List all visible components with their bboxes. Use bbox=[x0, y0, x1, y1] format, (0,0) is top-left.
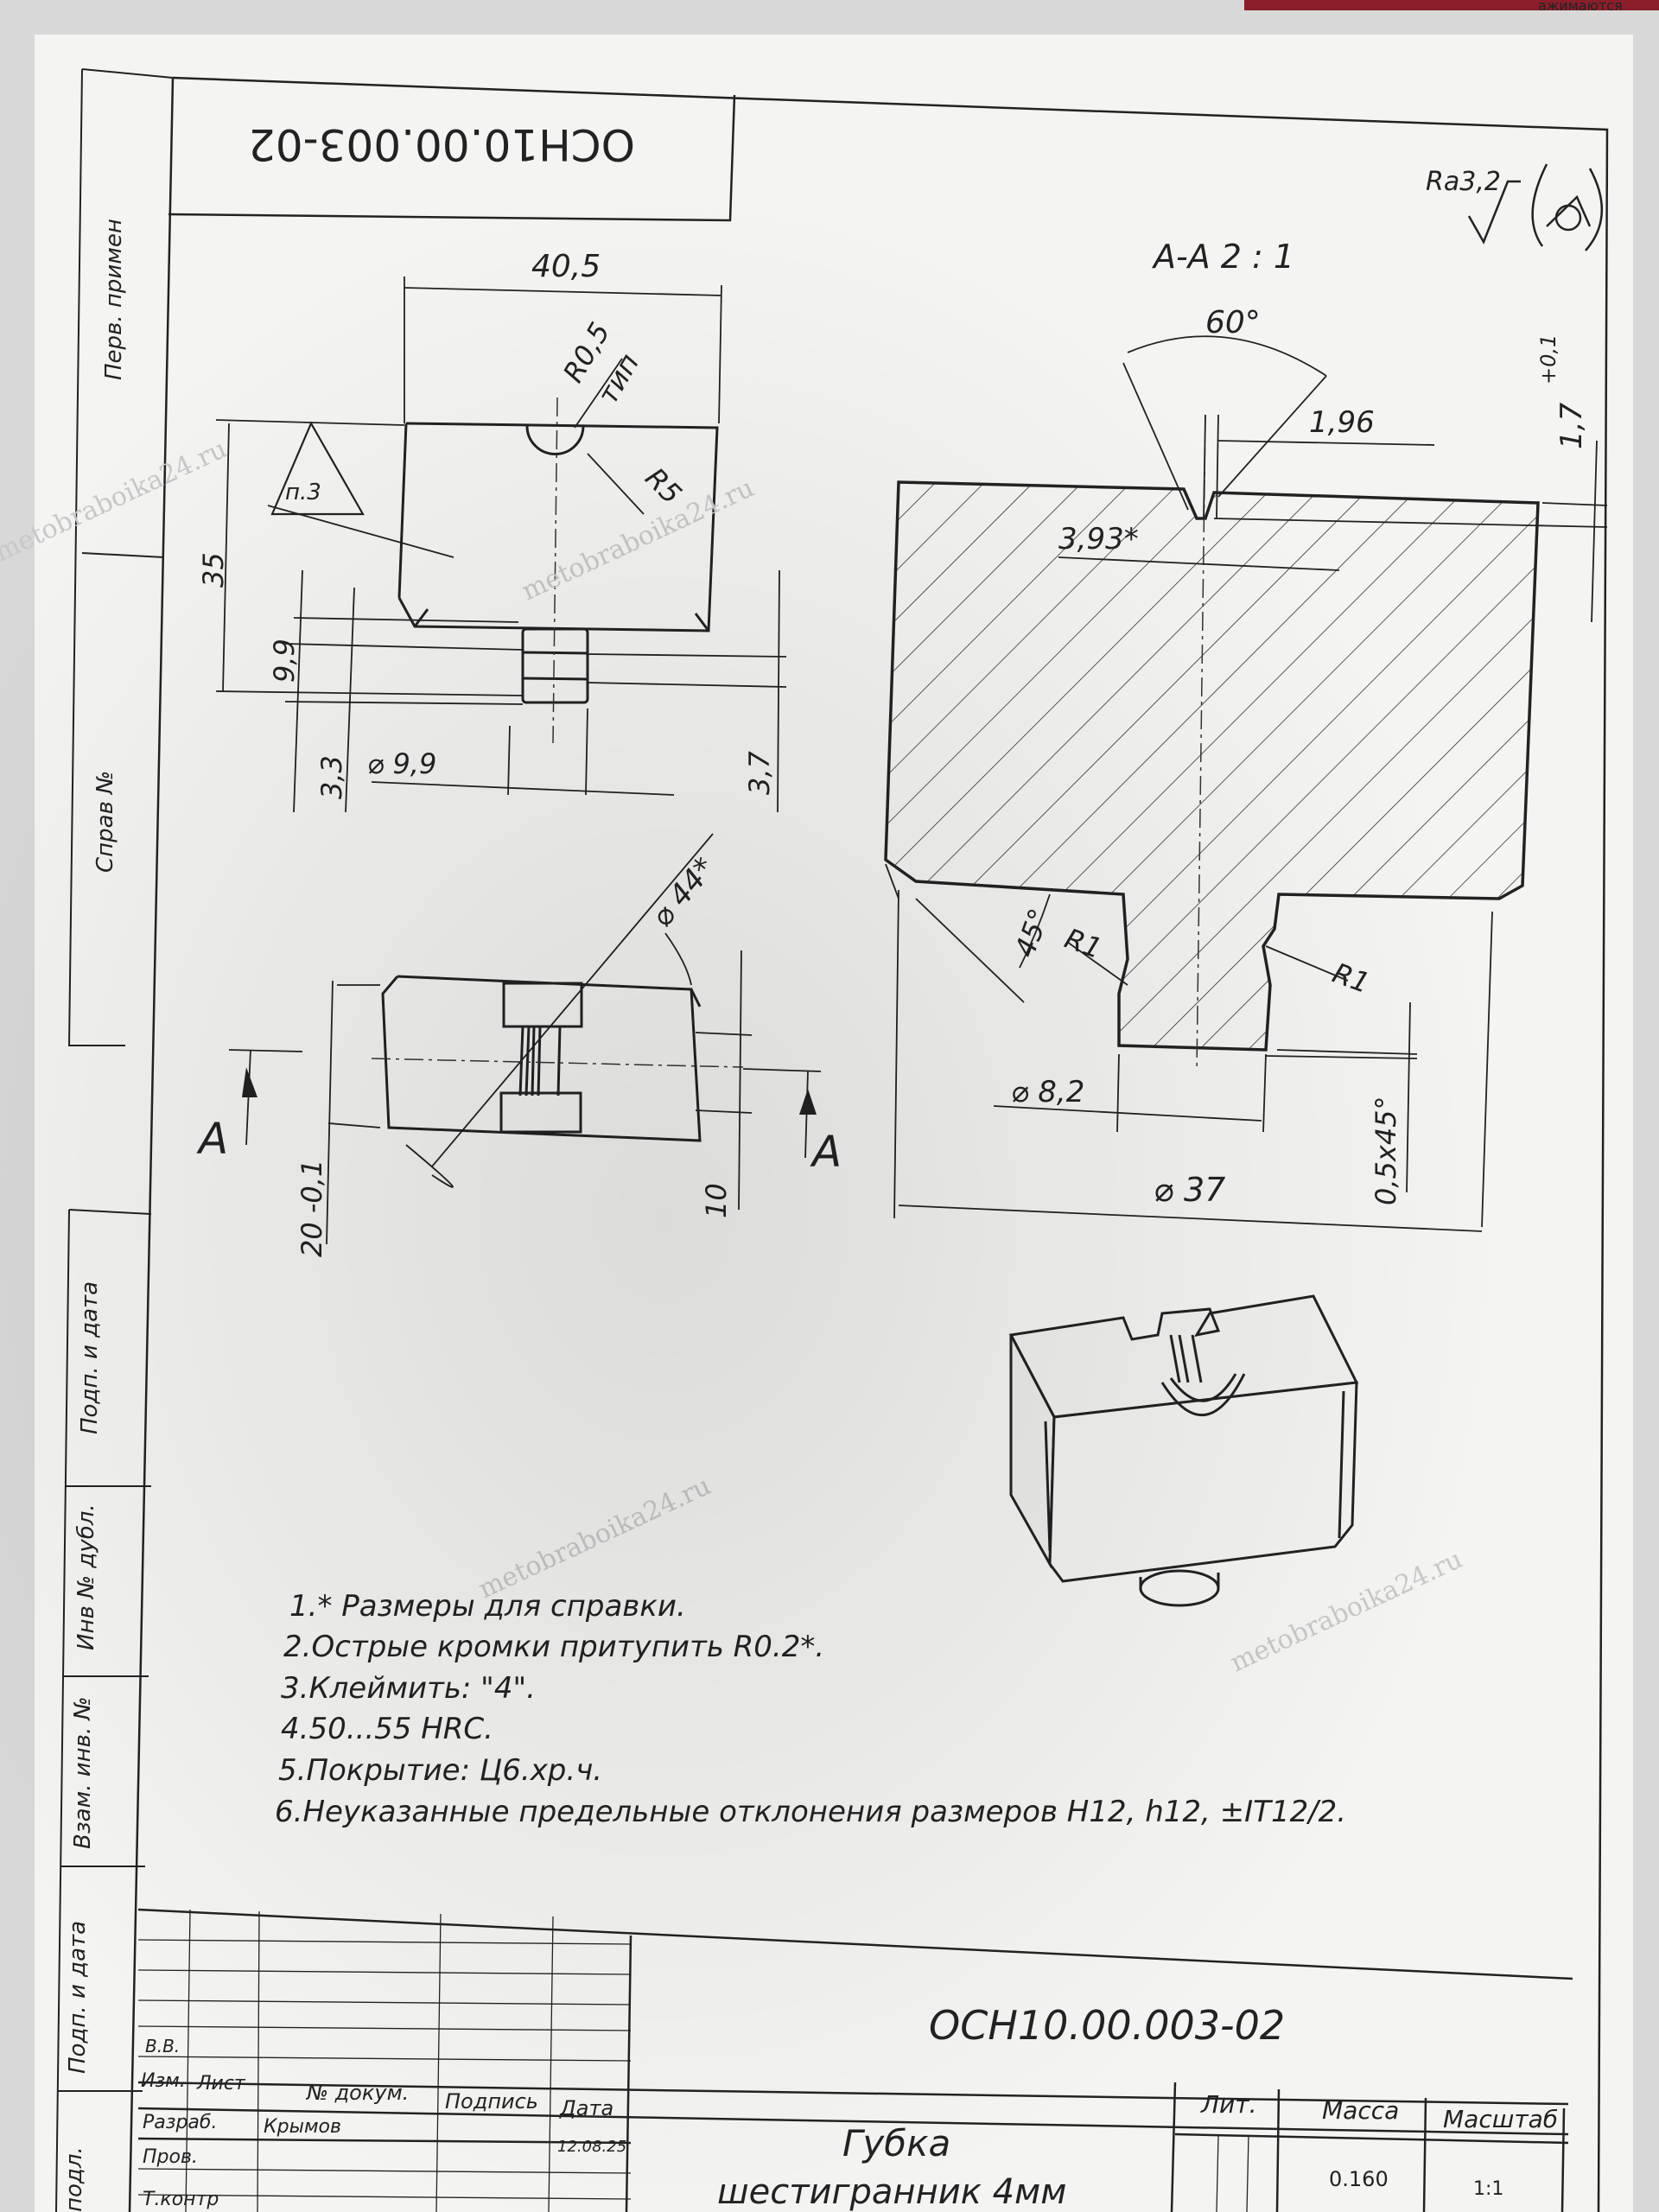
col-data: Дата bbox=[559, 2096, 613, 2120]
side-label-podp-data-2: Подп. и дата bbox=[65, 1921, 91, 2074]
dim-r1-left: R1 bbox=[1060, 922, 1106, 965]
col-massa: Масса bbox=[1322, 2096, 1399, 2125]
section-body bbox=[884, 480, 1540, 1052]
watermark-3: metobraboika24.ru bbox=[474, 1471, 715, 1605]
note-3: 3.Клеймить: "4". bbox=[281, 1671, 536, 1706]
side-label-inv-dubl: Инв № дубл. bbox=[73, 1503, 99, 1650]
col-doc-no: № докум. bbox=[305, 2081, 409, 2105]
dim-1-7: 1,7 bbox=[1554, 403, 1589, 449]
dim-10: 10 bbox=[700, 1183, 733, 1218]
side-label-perv-primen: Перв. примен bbox=[101, 219, 127, 380]
left-margin-strip bbox=[55, 68, 174, 2212]
dim-3-93: 3,93* bbox=[1058, 522, 1139, 556]
side-label-sprav: Справ № bbox=[92, 771, 118, 873]
col-podpis: Подпись bbox=[445, 2089, 538, 2113]
row-tkontr: Т.контр bbox=[143, 2189, 219, 2210]
note-4: 4.50...55 HRC. bbox=[281, 1712, 493, 1746]
title-block-grid bbox=[137, 1909, 1249, 2212]
title-block bbox=[137, 1908, 1573, 2212]
col-masshtab: Масштаб bbox=[1443, 2105, 1558, 2133]
col-list: Лист bbox=[196, 2073, 246, 2094]
dim-45deg: 45° bbox=[1008, 904, 1056, 961]
col-izm: Изм. bbox=[141, 2070, 186, 2092]
plan-view bbox=[381, 975, 702, 1142]
title-code: ОСН10.00.003-02 bbox=[929, 2002, 1285, 2049]
dim-3-3: 3,3 bbox=[315, 755, 348, 799]
code-box bbox=[168, 94, 736, 222]
note-1: 1.* Размеры для справки. bbox=[289, 1589, 686, 1624]
dim-d9-9: ⌀ 9,9 bbox=[367, 747, 436, 780]
front-view bbox=[397, 422, 719, 704]
dim-d37: ⌀ 37 bbox=[1154, 1171, 1225, 1209]
note-2: 2.Острые кромки притупить R0.2*. bbox=[283, 1630, 824, 1664]
section-centerline bbox=[1196, 414, 1206, 1072]
plan-centerline bbox=[371, 1058, 744, 1068]
watermark-2: metobraboika24.ru bbox=[518, 473, 759, 607]
isometric-view bbox=[1008, 1294, 1359, 1607]
technical-notes: 1.* Размеры для справки. 2.Острые кромки… bbox=[275, 1589, 1346, 1829]
side-label-podp-data-1: Подп. и дата bbox=[77, 1281, 103, 1434]
side-label-vzam-inv: Взам. инв. № bbox=[70, 1696, 96, 1849]
part-name-line2: шестигранник 4мм bbox=[717, 2172, 1066, 2212]
row-prov: Пров. bbox=[143, 2146, 198, 2168]
roughness-value: Ra3,2 bbox=[1426, 167, 1501, 197]
note-marker-triangle bbox=[270, 421, 365, 516]
side-label-inv-podl: подл. bbox=[61, 2146, 87, 2212]
cut-label-left: А bbox=[196, 1114, 228, 1164]
front-centerline bbox=[552, 397, 558, 744]
dim-chamfer: 0,5x45° bbox=[1370, 1096, 1402, 1205]
dim-20: 20 -0,1 bbox=[296, 1160, 328, 1257]
dim-height-35: 35 bbox=[197, 552, 230, 588]
dim-1-7-tol: +0,1 bbox=[1536, 334, 1560, 385]
dim-60deg: 60° bbox=[1205, 305, 1261, 340]
front-dim-lines bbox=[215, 276, 787, 813]
razrab-date: 12.08.25 bbox=[557, 2138, 626, 2156]
masshtab-value: 1:1 bbox=[1473, 2178, 1503, 2200]
section-label: А-А 2 : 1 bbox=[1151, 238, 1294, 276]
note-6: 6.Неуказанные предельные отклонения разм… bbox=[275, 1795, 1346, 1829]
massa-value: 0.160 bbox=[1329, 2167, 1389, 2191]
razrab-name: Крымов bbox=[264, 2116, 341, 2138]
drawing-sheet bbox=[35, 35, 1633, 2212]
title-vv: В.В. bbox=[145, 2036, 180, 2056]
section-dim-lines bbox=[885, 335, 1608, 1232]
dim-9-9: 9,9 bbox=[268, 639, 301, 683]
row-razrab: Разраб. bbox=[143, 2112, 217, 2133]
cut-arrow-right bbox=[799, 1089, 817, 1115]
rotated-code: ОСН10.00.003-02 bbox=[248, 119, 635, 169]
dim-1-96: 1,96 bbox=[1309, 405, 1375, 440]
sheet-frame bbox=[128, 76, 1609, 2212]
note-5: 5.Покрытие: Ц6.хр.ч. bbox=[278, 1753, 602, 1788]
part-name-line1: Губка bbox=[842, 2122, 950, 2164]
col-lit: Лит. bbox=[1200, 2090, 1256, 2119]
watermark-1: metobraboika24.ru bbox=[0, 434, 232, 568]
watermark-4: metobraboika24.ru bbox=[1226, 1544, 1467, 1678]
plan-dim-lines bbox=[228, 833, 822, 1245]
cut-arrow-left bbox=[242, 1067, 257, 1097]
note-marker: п.3 bbox=[285, 480, 321, 505]
dim-d8-2: ⌀ 8,2 bbox=[1011, 1075, 1084, 1109]
top-bar bbox=[1244, 0, 1659, 10]
cut-label-right: А bbox=[810, 1127, 842, 1177]
dim-d44: ⌀ 44* bbox=[645, 851, 721, 934]
dim-3-7: 3,7 bbox=[743, 750, 776, 795]
roughness-icon bbox=[1467, 163, 1604, 251]
dim-width-40-5: 40,5 bbox=[531, 249, 601, 284]
top-corner-text: ажимаются bbox=[1538, 0, 1623, 14]
dim-r1-right: R1 bbox=[1328, 957, 1374, 1000]
